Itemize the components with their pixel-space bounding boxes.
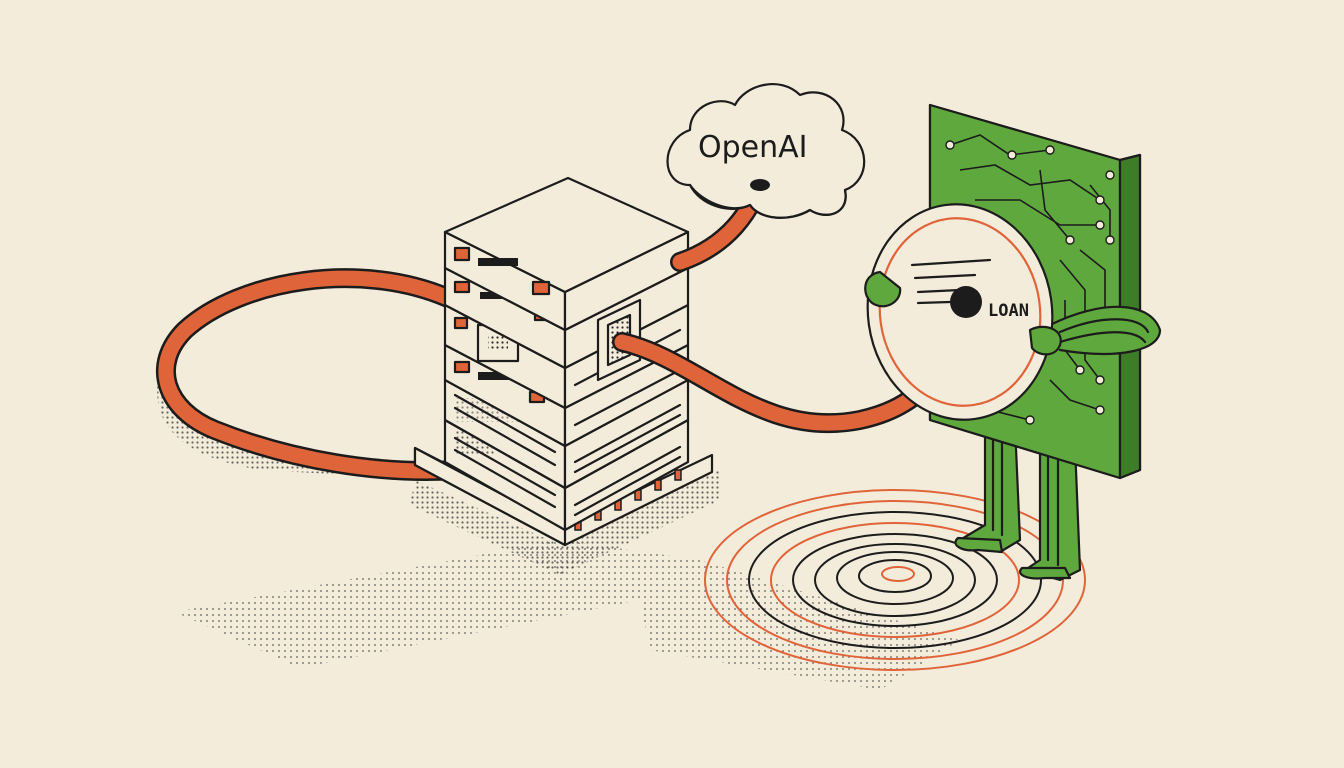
cloud-label: OpenAI bbox=[698, 130, 808, 165]
loan-label: LOAN bbox=[988, 301, 1029, 321]
server-unit bbox=[443, 176, 690, 332]
server-unit bbox=[443, 303, 690, 410]
loan-disc-icon: LOAN bbox=[864, 203, 1062, 421]
ripple-rings bbox=[704, 489, 1086, 671]
cloud-icon: OpenAI bbox=[666, 83, 866, 219]
shadows bbox=[157, 360, 960, 690]
character-feet bbox=[954, 536, 1072, 580]
